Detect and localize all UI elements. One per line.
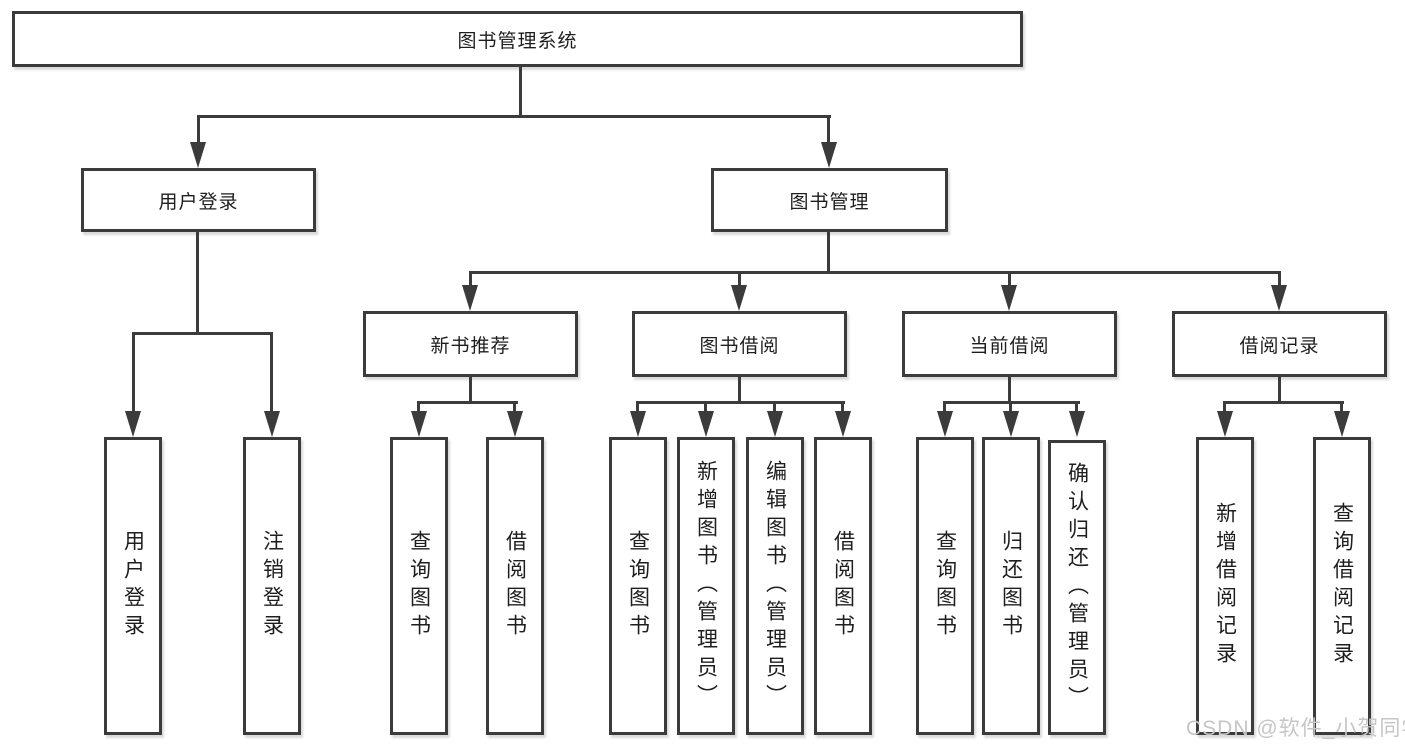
node-current-borrow: 当前借阅: [902, 311, 1117, 377]
leaf-add-book-admin: 新增图书（管理员）: [677, 437, 735, 735]
leaf-label: 借阅图书: [831, 530, 855, 642]
leaf-label: 查询图书: [407, 530, 431, 642]
arrowhead-icon: [835, 411, 851, 437]
arrowhead-icon: [821, 142, 837, 168]
arrowhead-icon: [190, 142, 206, 168]
node-user-login: 用户登录: [81, 168, 316, 232]
leaf-user-login: 用户登录: [104, 437, 162, 735]
connector-rail: [1223, 401, 1344, 404]
arrowhead-icon: [698, 411, 714, 437]
leaf-label: 确认归还（管理员）: [1065, 461, 1089, 714]
arrowhead-icon: [462, 285, 478, 311]
connector-drop: [1223, 401, 1226, 413]
connector-rail: [132, 332, 273, 335]
node-book-borrow: 图书借阅: [632, 311, 847, 377]
leaf-label: 注销登录: [260, 530, 284, 642]
node-label: 图书管理系统: [457, 30, 578, 52]
connector-rail: [469, 271, 1281, 274]
leaf-query-book-current: 查询图书: [916, 437, 974, 735]
leaf-query-book-borrow: 查询图书: [609, 437, 667, 735]
leaf-confirm-return-admin: 确认归还（管理员）: [1048, 440, 1106, 735]
connector-drop: [469, 271, 472, 287]
arrowhead-icon: [937, 411, 953, 437]
connector-stem: [469, 377, 472, 404]
connector-drop: [773, 401, 776, 413]
arrowhead-icon: [125, 411, 141, 437]
node-label: 当前借阅: [969, 335, 1050, 357]
connector-drop: [1340, 401, 1343, 413]
arrowhead-icon: [1271, 285, 1287, 311]
node-label: 借阅记录: [1239, 335, 1320, 357]
connector-drop: [1075, 401, 1078, 413]
arrowhead-icon: [767, 411, 783, 437]
connector-drop: [513, 401, 516, 413]
leaf-return-book: 归还图书: [982, 437, 1040, 735]
node-label: 图书管理: [789, 191, 870, 213]
arrowhead-icon: [1334, 411, 1350, 437]
connector-drop: [197, 115, 200, 145]
leaf-label: 查询图书: [933, 530, 957, 642]
arrowhead-icon: [411, 411, 427, 437]
watermark: CSDN @软件_小贺同学: [1186, 717, 1405, 740]
arrowhead-icon: [264, 411, 280, 437]
arrowhead-icon: [507, 411, 523, 437]
connector-drop: [1278, 271, 1281, 287]
leaf-query-book-recommend: 查询图书: [390, 437, 448, 735]
arrowhead-icon: [1001, 285, 1017, 311]
leaf-query-borrow-record: 查询借阅记录: [1313, 437, 1371, 735]
leaf-label: 新增图书（管理员）: [694, 460, 718, 712]
leaf-borrow-book: 借阅图书: [814, 437, 872, 735]
leaf-label: 用户登录: [121, 530, 145, 642]
connector-drop: [417, 401, 420, 413]
node-book-management: 图书管理: [711, 168, 948, 232]
node-borrow-records: 借阅记录: [1172, 311, 1387, 377]
connector-root-rail: [197, 115, 831, 118]
connector-drop: [636, 401, 639, 413]
leaf-label: 借阅图书: [503, 530, 527, 642]
leaf-label: 归还图书: [999, 530, 1023, 642]
connector-stem: [738, 377, 741, 404]
connector-rail: [636, 401, 845, 404]
leaf-add-borrow-record: 新增借阅记录: [1196, 437, 1254, 735]
connector-stem: [827, 232, 830, 274]
leaf-borrow-book-recommend: 借阅图书: [486, 437, 544, 735]
connector-drop: [943, 401, 946, 413]
connector-drop: [132, 332, 135, 413]
arrowhead-icon: [1003, 411, 1019, 437]
connector-drop: [738, 271, 741, 287]
connector-drop: [1009, 401, 1012, 413]
connector-drop: [841, 401, 844, 413]
connector-drop: [270, 332, 273, 413]
connector-stem: [196, 232, 199, 335]
leaf-label: 查询图书: [626, 530, 650, 642]
leaf-edit-book-admin: 编辑图书（管理员）: [746, 437, 804, 735]
connector-rail: [417, 401, 518, 404]
node-label: 用户登录: [158, 191, 239, 213]
connector-stem: [1278, 377, 1281, 404]
node-label: 图书借阅: [699, 335, 780, 357]
connector-drop: [1008, 271, 1011, 287]
leaf-logout: 注销登录: [243, 437, 301, 735]
leaf-label: 查询借阅记录: [1330, 502, 1354, 670]
leaf-label: 编辑图书（管理员）: [763, 460, 787, 712]
connector-root-stem: [519, 67, 522, 117]
arrowhead-icon: [1069, 411, 1085, 437]
node-library-system: 图书管理系统: [12, 11, 1023, 67]
arrowhead-icon: [1217, 411, 1233, 437]
node-new-book-recommend: 新书推荐: [363, 311, 578, 377]
leaf-label: 新增借阅记录: [1213, 502, 1237, 670]
arrowhead-icon: [630, 411, 646, 437]
node-label: 新书推荐: [430, 335, 511, 357]
connector-drop: [704, 401, 707, 413]
connector-drop: [827, 115, 830, 145]
connector-stem: [1008, 377, 1011, 404]
arrowhead-icon: [731, 285, 747, 311]
